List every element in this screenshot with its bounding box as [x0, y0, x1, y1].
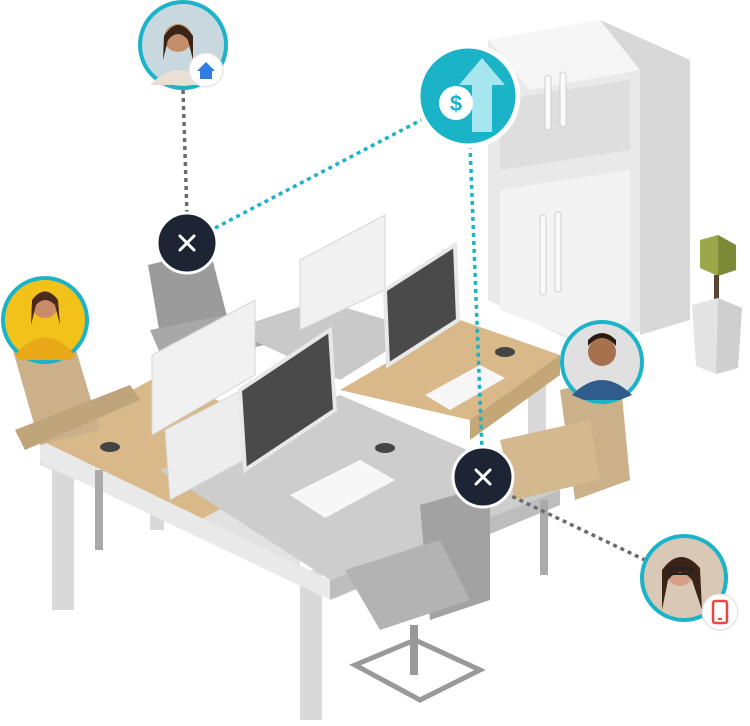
- chair-front: [345, 485, 490, 703]
- avatar-office-worker-right: [560, 320, 644, 404]
- plant: [692, 235, 742, 374]
- home-icon: [188, 52, 224, 88]
- close-icon: [451, 445, 515, 509]
- chair-right: [500, 375, 630, 575]
- connector-cost-left: [214, 116, 426, 230]
- avatar-mobile-worker: [640, 534, 728, 622]
- connector-remote: [181, 89, 189, 216]
- avatar-office-worker-left: [1, 276, 89, 364]
- cabinet: [488, 20, 690, 345]
- partitions: [151, 214, 386, 501]
- svg-text:$: $: [450, 91, 462, 116]
- phone-icon: [701, 593, 739, 631]
- connector-cost-down: [468, 144, 484, 451]
- connector-mobile: [504, 491, 646, 562]
- monitors: [100, 241, 515, 518]
- close-icon: [155, 211, 219, 275]
- dollar-arrow-up-icon: $: [415, 43, 521, 149]
- connector-lines: [181, 89, 646, 562]
